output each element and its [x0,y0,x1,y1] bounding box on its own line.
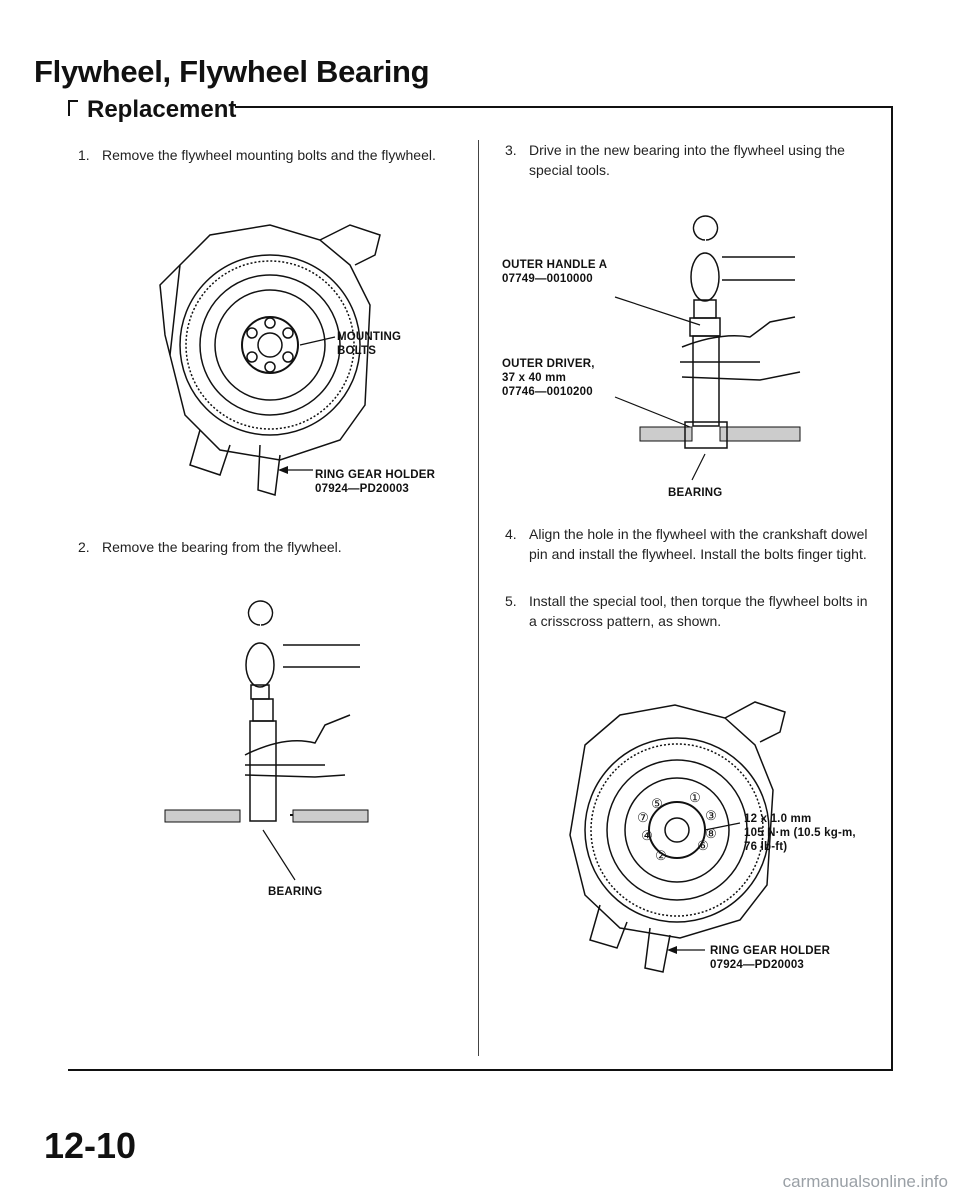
figure-bearing-install [614,215,801,481]
frame-top-line [68,100,78,102]
label-bearing-fig3: BEARING [668,487,723,499]
bolt-order-6: ⑥ [697,838,709,853]
step-3: 3. Drive in the new bearing into the fly… [505,140,870,180]
step-number: 5. [505,593,517,609]
step-1: 1. Remove the flywheel mounting bolts an… [78,145,448,165]
label-outer-handle: OUTER HANDLE A 07749—0010000 [502,259,608,285]
label-ring-gear-holder-fig4: RING GEAR HOLDER 07924—PD20003 [710,945,831,971]
watermark: carmanualsonline.info [782,1172,948,1191]
bolt-order-3: ③ [705,808,717,823]
step-text: Drive in the new bearing into the flywhe… [529,142,845,178]
bolt-order-7: ⑦ [637,810,649,825]
label-bearing-fig2: BEARING [268,886,323,898]
page-title: Flywheel, Flywheel Bearing [34,54,430,89]
section-title: Replacement [87,96,237,123]
label-torque-spec: 12 x 1.0 mm 105 N·m (10.5 kg-m, 76 lb-ft… [744,813,856,853]
step-number: 4. [505,526,517,542]
step-text: Remove the flywheel mounting bolts and t… [102,147,436,163]
frame-bottom-line [68,1069,893,1071]
figure-torque-sequence: ① ② ③ ④ ⑤ ⑥ ⑦ ⑧ [569,701,786,973]
bolt-order-2: ② [655,848,667,863]
bolt-order-8: ⑧ [705,826,717,841]
label-outer-driver: OUTER DRIVER, 37 x 40 mm 07746—0010200 [502,358,595,398]
bolt-order-1: ① [689,790,701,805]
frame-left-tick [68,100,70,116]
step-text: Align the hole in the flywheel with the … [529,526,868,562]
step-text: Remove the bearing from the flywheel. [102,539,342,555]
figure-flywheel-removal [159,224,381,496]
step-text: Install the special tool, then torque th… [529,593,868,629]
frame-right-line [891,106,893,1071]
label-mounting-bolts: MOUNTING BOLTS [337,331,402,357]
bolt-order-4: ④ [641,828,653,843]
step-4: 4. Align the hole in the flywheel with t… [505,524,870,564]
page-number: 12-10 [44,1125,137,1166]
step-2: 2. Remove the bearing from the flywheel. [78,537,448,557]
step-5: 5. Install the special tool, then torque… [505,591,870,631]
frame-top-line-right [235,106,893,108]
step-number: 1. [78,147,90,163]
column-divider [478,140,479,1056]
step-number: 3. [505,142,517,158]
label-ring-gear-holder: RING GEAR HOLDER 07924—PD20003 [315,469,436,495]
step-number: 2. [78,539,90,555]
figure-bearing-removal [164,600,369,881]
bolt-order-5: ⑤ [651,796,663,811]
